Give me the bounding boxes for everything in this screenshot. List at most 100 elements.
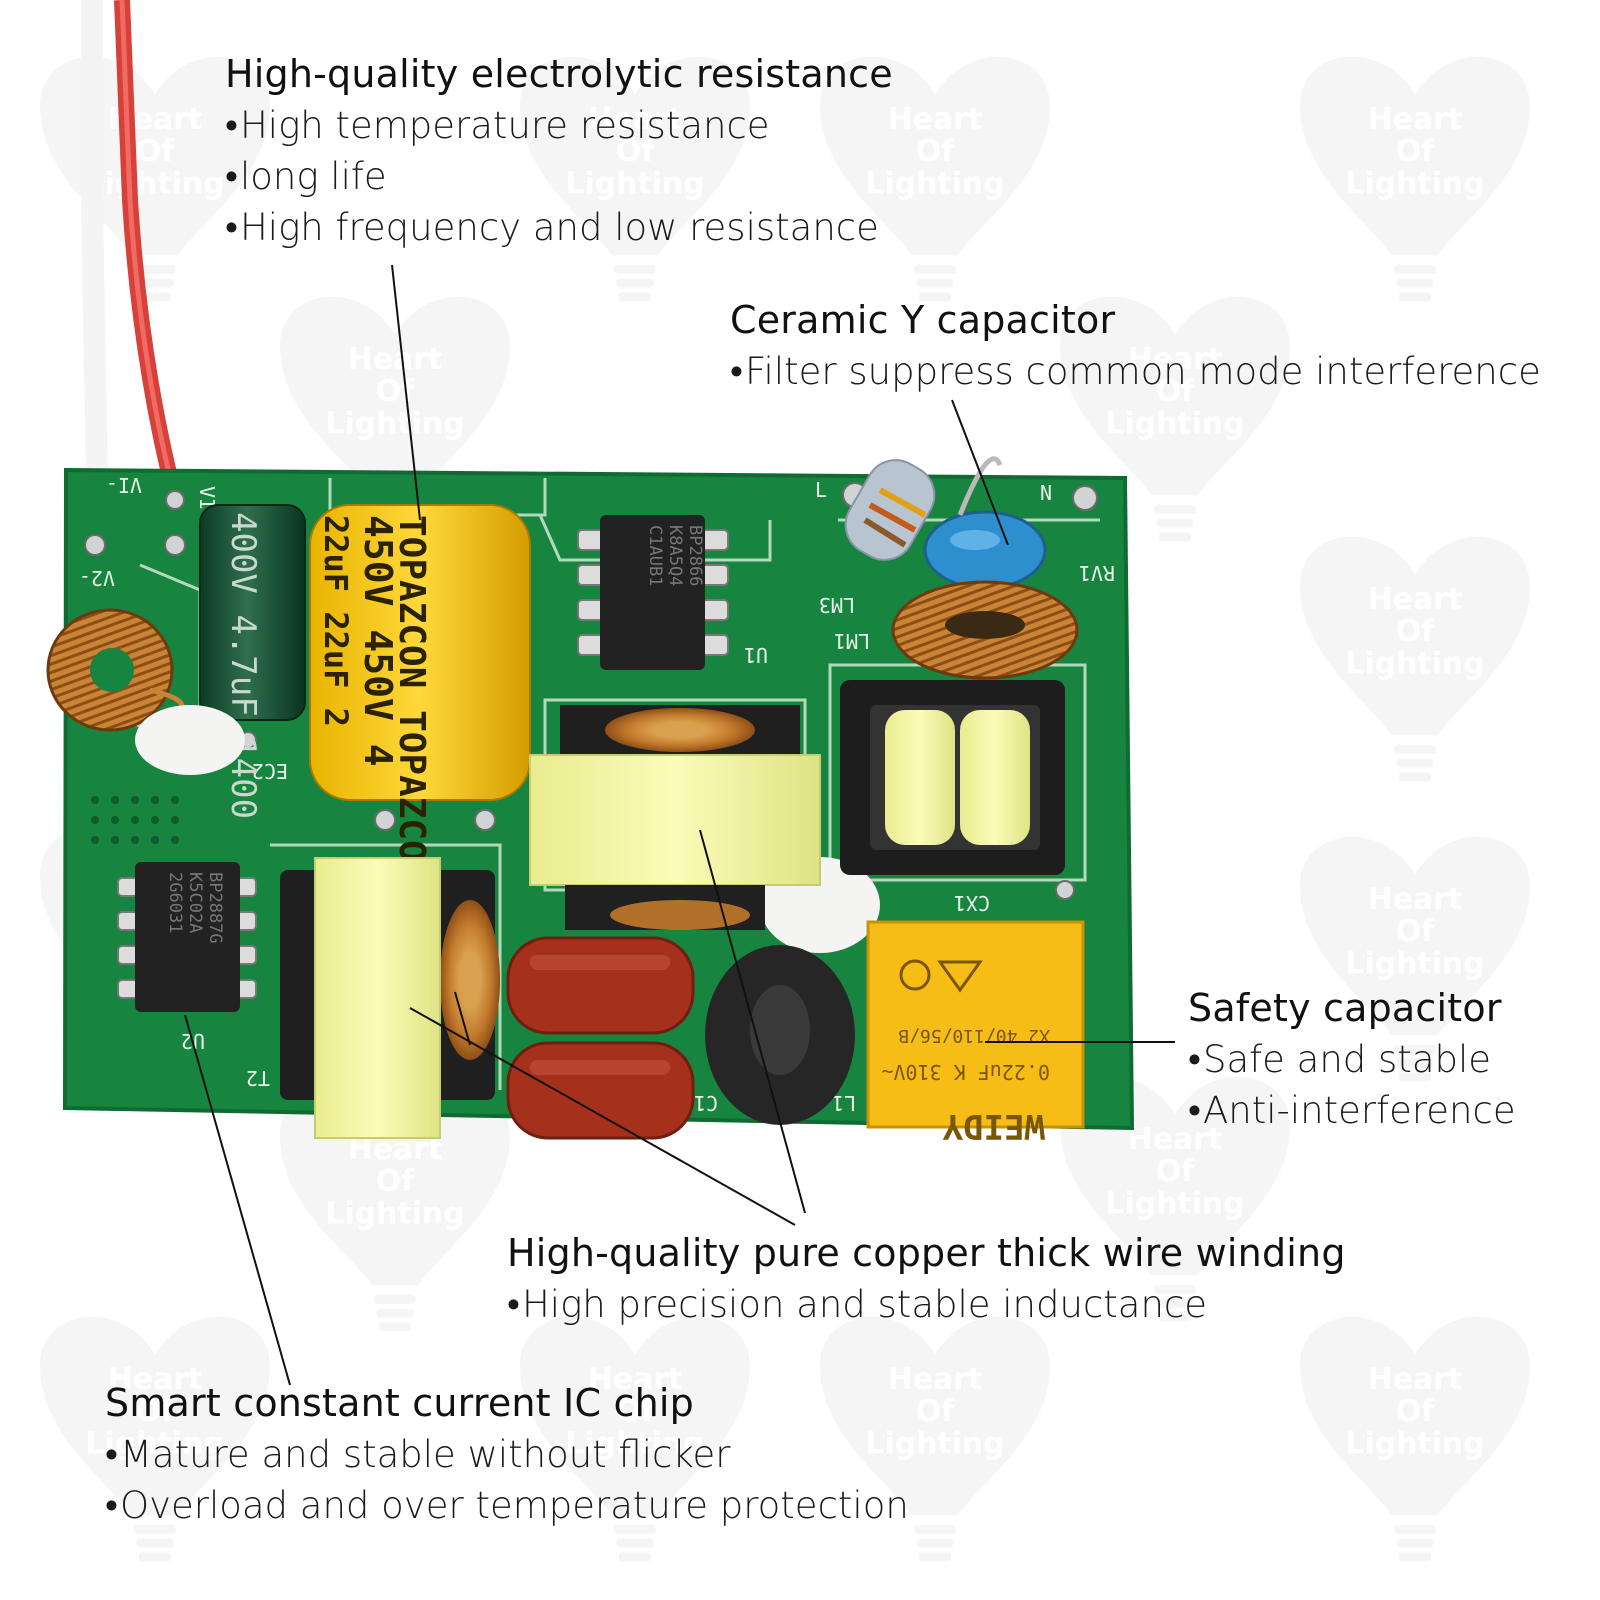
watermark-text: Heart bbox=[1368, 1362, 1463, 1397]
watermark-text: Of bbox=[1396, 134, 1435, 169]
callout-title: Ceramic Y capacitor bbox=[730, 298, 1116, 342]
silk-label: LM3 bbox=[819, 593, 855, 617]
silk-label: U1 bbox=[744, 643, 768, 667]
callout-title: High-quality electrolytic resistance bbox=[225, 52, 893, 96]
callout-bullet: Mature and stable without flicker bbox=[105, 1429, 909, 1480]
callout-bullet: Safe and stable bbox=[1188, 1034, 1516, 1085]
watermark-text: Lighting bbox=[1105, 1186, 1244, 1221]
callout-bullet: long life bbox=[225, 151, 893, 202]
power-wires bbox=[81, 0, 183, 521]
ic1-text: K8A5Q4 bbox=[665, 525, 685, 586]
callout-title: High-quality pure copper thick wire wind… bbox=[507, 1231, 1346, 1275]
watermark-text: Of bbox=[1156, 1154, 1195, 1189]
watermark-text: Lighting bbox=[1345, 946, 1484, 981]
xcap-text: X2 40/110/56/B bbox=[898, 1025, 1050, 1046]
xcap-text: 0.22uF K 310V~ bbox=[881, 1060, 1050, 1084]
callout-bullet: High frequency and low resistance bbox=[225, 202, 893, 253]
silk-label: EC2 bbox=[252, 759, 288, 783]
toroid-inductor-small bbox=[46, 608, 185, 732]
callout-electrolytic: High-quality electrolytic resistance Hig… bbox=[225, 48, 893, 253]
watermark-text: Heart bbox=[1368, 582, 1463, 617]
watermark-text: Heart bbox=[1368, 882, 1463, 917]
callout-ic-chip: Smart constant current IC chip Mature an… bbox=[105, 1377, 909, 1531]
watermark-text: Of bbox=[376, 374, 415, 409]
cap-big-text: TOPAZCON TOPAZCON bbox=[391, 515, 432, 883]
watermark-text: Heart bbox=[108, 1362, 203, 1397]
watermark-text: Heart bbox=[1368, 102, 1463, 137]
callout-bullet: Filter suppress common mode interference bbox=[730, 346, 1541, 397]
ic2-text: BP2887G bbox=[205, 872, 225, 944]
cap-big-text: 22uF 22uF 2 bbox=[317, 515, 355, 727]
ic2-text: K5C02A bbox=[185, 872, 205, 933]
watermark-text: Of bbox=[136, 1394, 175, 1429]
cap-small-text: 400V 4.7uF 1400 bbox=[223, 512, 263, 819]
cap-big-text: 450V 450V 4 bbox=[356, 515, 400, 767]
watermark-text: Lighting bbox=[325, 1196, 464, 1231]
watermark-text: Lighting bbox=[1345, 646, 1484, 681]
silk-label: CX1 bbox=[954, 891, 990, 915]
silk-label: N bbox=[1040, 481, 1052, 505]
watermark-text: Lighting bbox=[325, 406, 464, 441]
watermark-text: Of bbox=[916, 134, 955, 169]
watermark-text: Heart bbox=[348, 342, 443, 377]
leader-lines bbox=[184, 264, 1175, 1386]
watermark-text: Heart bbox=[888, 1362, 983, 1397]
ic-chip-u2: BP2887G K5C02A 2G6031 bbox=[117, 862, 257, 1012]
ic2-text: 2G6031 bbox=[165, 872, 185, 933]
watermark-text: Lighting bbox=[85, 166, 224, 201]
transformer-main bbox=[529, 705, 821, 930]
callout-safety: Safety capacitor Safe and stable Anti-in… bbox=[1188, 982, 1516, 1136]
common-mode-choke bbox=[840, 680, 1065, 875]
callout-title: Safety capacitor bbox=[1188, 986, 1502, 1030]
callout-winding: High-quality pure copper thick wire wind… bbox=[507, 1227, 1346, 1330]
callout-bullet: High precision and stable inductance bbox=[507, 1279, 1346, 1330]
watermark-text: Of bbox=[1396, 914, 1435, 949]
watermark-text: Of bbox=[1396, 614, 1435, 649]
callout-ceramic-y: Ceramic Y capacitor Filter suppress comm… bbox=[730, 294, 1541, 397]
watermark-text: Of bbox=[916, 1394, 955, 1429]
watermark-text: Lighting bbox=[1105, 406, 1244, 441]
silk-label: L bbox=[815, 478, 827, 502]
safety-capacitor-x2: WEIDY 0.22uF K 310V~ X2 40/110/56/B bbox=[866, 920, 1085, 1146]
watermark-heart-icon bbox=[1300, 1316, 1530, 1562]
xcap-text: WEIDY bbox=[942, 1106, 1045, 1146]
silk-label: V2- bbox=[79, 566, 115, 590]
silk-label: C1 bbox=[694, 1091, 718, 1115]
callout-bullet: High temperature resistance bbox=[225, 100, 893, 151]
callout-bullet: Overload and over temperature protection bbox=[105, 1480, 909, 1531]
watermark-text: Lighting bbox=[1345, 166, 1484, 201]
ceramic-y-capacitor bbox=[923, 456, 1047, 590]
callout-bullet: Anti-interference bbox=[1188, 1085, 1516, 1136]
watermark-heart-icon bbox=[1300, 56, 1530, 302]
capacitor-small-green: 400V 4.7uF 1400 bbox=[199, 504, 306, 819]
ic1-text: C1AUB1 bbox=[645, 525, 665, 586]
toroid-inductor-lm3 bbox=[891, 580, 1079, 680]
watermark-text: Of bbox=[376, 1164, 415, 1199]
watermark-text: Of bbox=[136, 134, 175, 169]
silk-label: RV1 bbox=[1079, 561, 1115, 585]
callout-title: Smart constant current IC chip bbox=[105, 1381, 694, 1425]
capacitor-electrolytic-yellow: TOPAZCON TOPAZCON 450V 450V 4 22uF 22uF … bbox=[309, 504, 531, 883]
silk-label: T2 bbox=[246, 1066, 270, 1090]
watermark-text: Heart bbox=[588, 1362, 683, 1397]
ic1-text: BP2866 bbox=[685, 525, 705, 586]
transformer-t2 bbox=[280, 857, 500, 1139]
watermark-text: Heart bbox=[888, 102, 983, 137]
film-capacitors-red bbox=[506, 936, 695, 1140]
watermark-text: Of bbox=[616, 1394, 655, 1429]
ferrite-inductor bbox=[705, 945, 855, 1125]
watermark-heart-icon bbox=[1300, 536, 1530, 782]
watermark-text: Lighting bbox=[1345, 1426, 1484, 1461]
silk-label: VI- bbox=[106, 473, 142, 497]
watermark-text: Of bbox=[1396, 1394, 1435, 1429]
resistor-fuse bbox=[844, 459, 936, 561]
silk-label: LM1 bbox=[834, 629, 870, 653]
ic-chip-u1: BP2866 K8A5Q4 C1AUB1 bbox=[577, 515, 729, 670]
silk-label: L1 bbox=[832, 1091, 856, 1115]
